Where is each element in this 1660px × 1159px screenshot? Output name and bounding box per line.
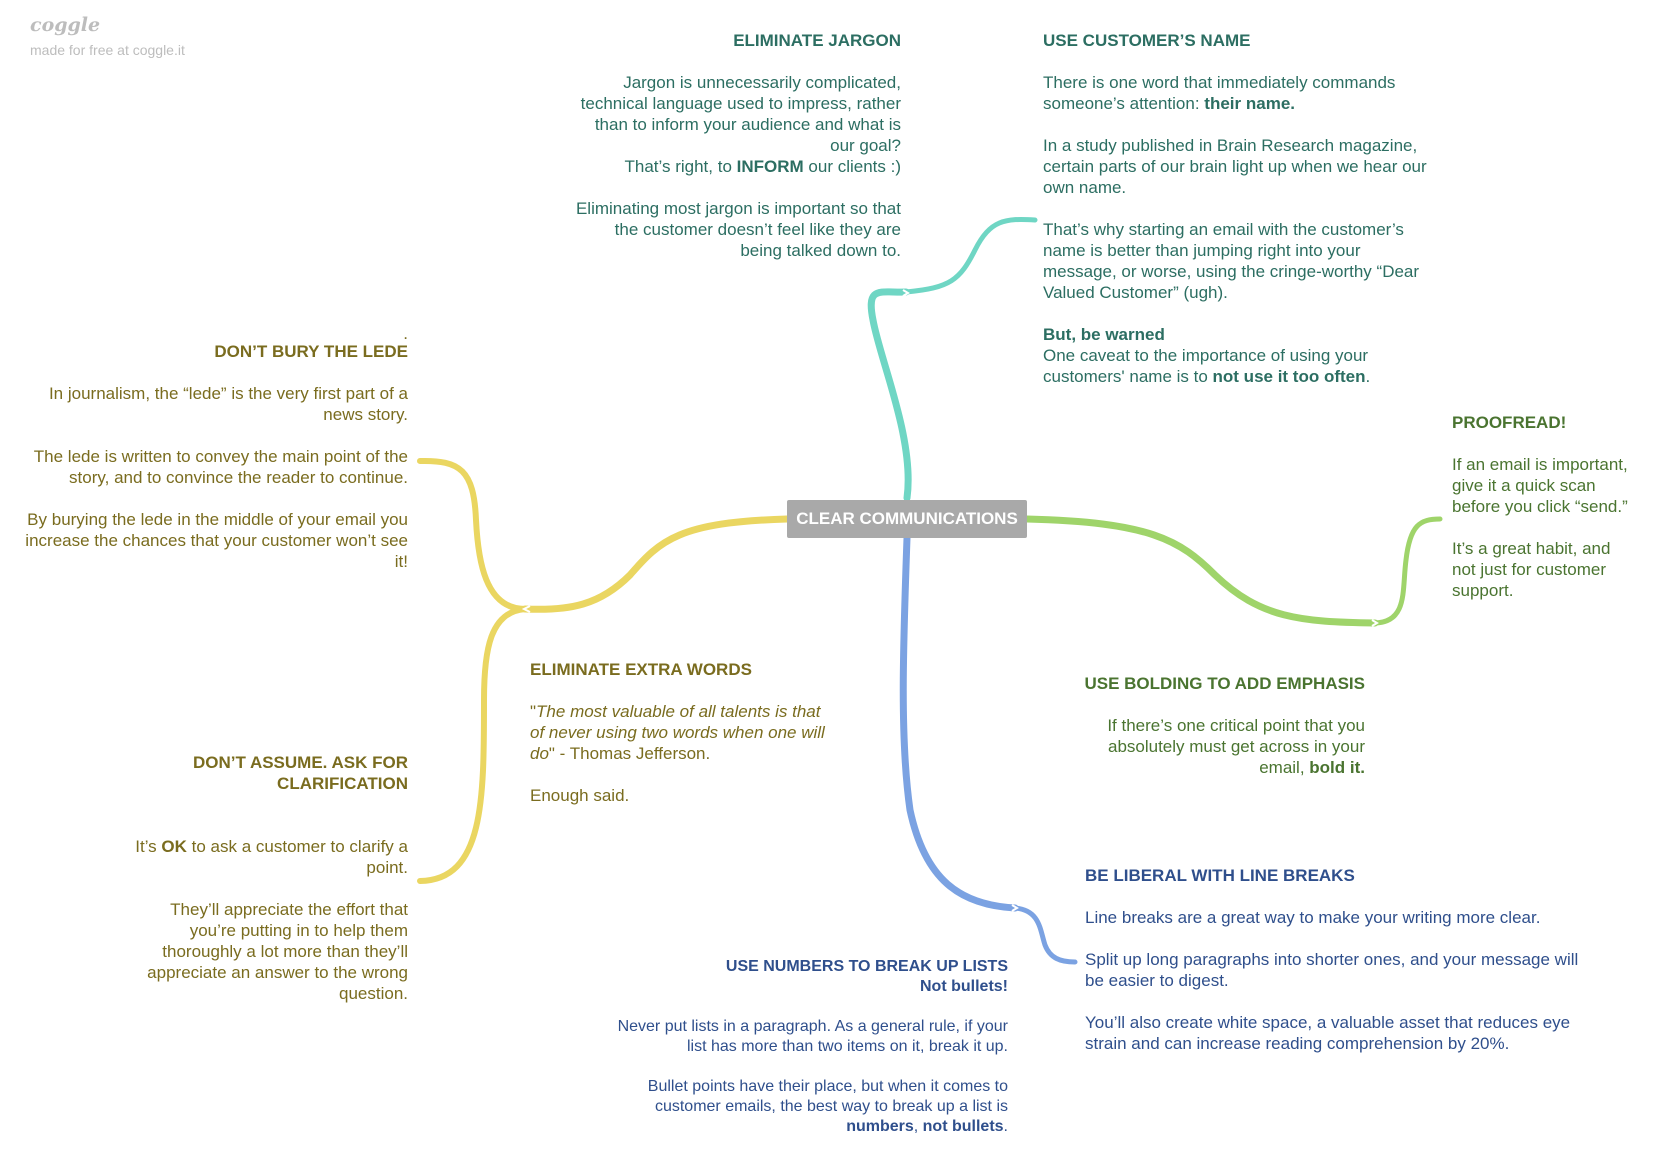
node-text: It’s: [135, 837, 162, 856]
node-use-customers-name[interactable]: USE CUSTOMER’S NAME There is one word th…: [1043, 30, 1433, 387]
node-text: Bullet points have their place, but when…: [647, 1078, 1008, 1115]
branch-blue-main: [899, 534, 1019, 912]
node-text-bold: not bullets: [922, 1118, 1004, 1135]
node-text: Line breaks are a great way to make your…: [1085, 908, 1541, 927]
node-text-bold: INFORM: [736, 157, 804, 176]
node-text-bold: their name.: [1204, 94, 1295, 113]
node-dont-assume[interactable]: DON’T ASSUME. ASK FOR CLARIFICATION It’s…: [120, 752, 408, 1004]
node-title: DON’T BURY THE LEDE: [214, 342, 408, 361]
junction-marker: [1371, 619, 1379, 627]
node-eliminate-extra-words[interactable]: ELIMINATE EXTRA WORDS "The most valuable…: [530, 659, 828, 806]
branch-blue-breaks: [1012, 905, 1078, 965]
node-proofread[interactable]: PROOFREAD! If an email is important, giv…: [1452, 412, 1637, 601]
node-title: ELIMINATE JARGON: [733, 31, 901, 50]
node-text-bold: not use it too often: [1212, 367, 1366, 386]
coggle-brand[interactable]: coggle made for free at coggle.it: [30, 14, 185, 58]
junction-marker: [521, 605, 531, 613]
node-subtitle: Not bullets!: [920, 978, 1008, 995]
node-line-breaks[interactable]: BE LIBERAL WITH LINE BREAKS Line breaks …: [1085, 865, 1585, 1054]
node-text: ,: [913, 1118, 923, 1135]
node-text: In journalism, the “lede” is the very fi…: [48, 384, 408, 424]
central-node[interactable]: CLEAR COMMUNICATIONS: [787, 500, 1027, 538]
node-text: Split up long paragraphs into shorter on…: [1085, 950, 1579, 990]
node-text: " - Thomas Jefferson.: [548, 744, 711, 763]
node-text: There is one word that immediately comma…: [1043, 73, 1396, 113]
node-text: In a study published in Brain Research m…: [1043, 136, 1427, 197]
node-text: They’ll appreciate the effort that you’r…: [147, 900, 408, 1003]
node-text: If there’s one critical point that you a…: [1107, 716, 1365, 777]
node-text-bold: But, be warned: [1043, 325, 1165, 344]
node-title: PROOFREAD!: [1452, 413, 1567, 432]
node-text-bold: OK: [161, 837, 187, 856]
node-title: ELIMINATE EXTRA WORDS: [530, 660, 752, 679]
node-quote: The most valuable of all talents is that…: [530, 702, 825, 763]
node-text: our clients :): [803, 157, 901, 176]
node-use-numbers[interactable]: USE NUMBERS TO BREAK UP LISTS Not bullet…: [610, 957, 1008, 1137]
node-title: USE NUMBERS TO BREAK UP LISTS: [725, 958, 1008, 975]
node-text: .: [1365, 367, 1371, 386]
node-text: Jargon is unnecessarily complicated, tec…: [580, 73, 901, 155]
node-title: USE CUSTOMER’S NAME: [1043, 31, 1251, 50]
node-text: Eliminating most jargon is important so …: [575, 199, 901, 260]
branch-green-main: [1023, 515, 1379, 627]
junction-marker: [902, 289, 910, 297]
node-dot: .: [403, 324, 408, 343]
node-title: DON’T ASSUME. ASK FOR CLARIFICATION: [192, 753, 408, 793]
coggle-logo: coggle: [30, 14, 101, 36]
node-title: USE BOLDING TO ADD EMPHASIS: [1084, 674, 1365, 693]
node-text: to ask a customer to clarify a point.: [186, 837, 408, 877]
branch-teal-main: [867, 288, 912, 502]
node-text: Enough said.: [530, 786, 630, 805]
coggle-tagline: made for free at coggle.it: [30, 42, 185, 58]
node-use-bolding[interactable]: USE BOLDING TO ADD EMPHASIS If there’s o…: [1060, 673, 1365, 778]
branch-yellow-lede: [417, 457, 528, 612]
node-text: You’ll also create white space, a valuab…: [1085, 1013, 1571, 1053]
junction-marker: [1011, 904, 1019, 912]
node-text: If an email is important, give it a quic…: [1452, 455, 1628, 516]
node-text: .: [1003, 1118, 1008, 1135]
node-text: It’s a great habit, and not just for cus…: [1452, 539, 1611, 600]
branch-teal-name: [903, 217, 1038, 295]
node-title: BE LIBERAL WITH LINE BREAKS: [1085, 866, 1355, 885]
node-text-bold: numbers: [846, 1118, 914, 1135]
branch-yellow-main: [521, 515, 791, 613]
branch-yellow-assume: [417, 606, 528, 884]
node-text: One caveat to the importance of using yo…: [1043, 346, 1369, 386]
node-text: The lede is written to convey the main p…: [33, 447, 408, 487]
node-eliminate-jargon[interactable]: ELIMINATE JARGON Jargon is unnecessarily…: [575, 30, 901, 261]
node-text-bold: bold it.: [1309, 758, 1365, 777]
node-text: By burying the lede in the middle of you…: [25, 510, 408, 571]
node-text: That’s right, to: [624, 157, 737, 176]
node-text: Never put lists in a paragraph. As a gen…: [617, 1018, 1008, 1055]
node-dont-bury-the-lede[interactable]: . DON’T BURY THE LEDE In journalism, the…: [20, 324, 408, 572]
node-text: That’s why starting an email with the cu…: [1043, 220, 1420, 302]
node-text: ": [530, 702, 537, 721]
branch-green-proofread: [1372, 516, 1443, 626]
